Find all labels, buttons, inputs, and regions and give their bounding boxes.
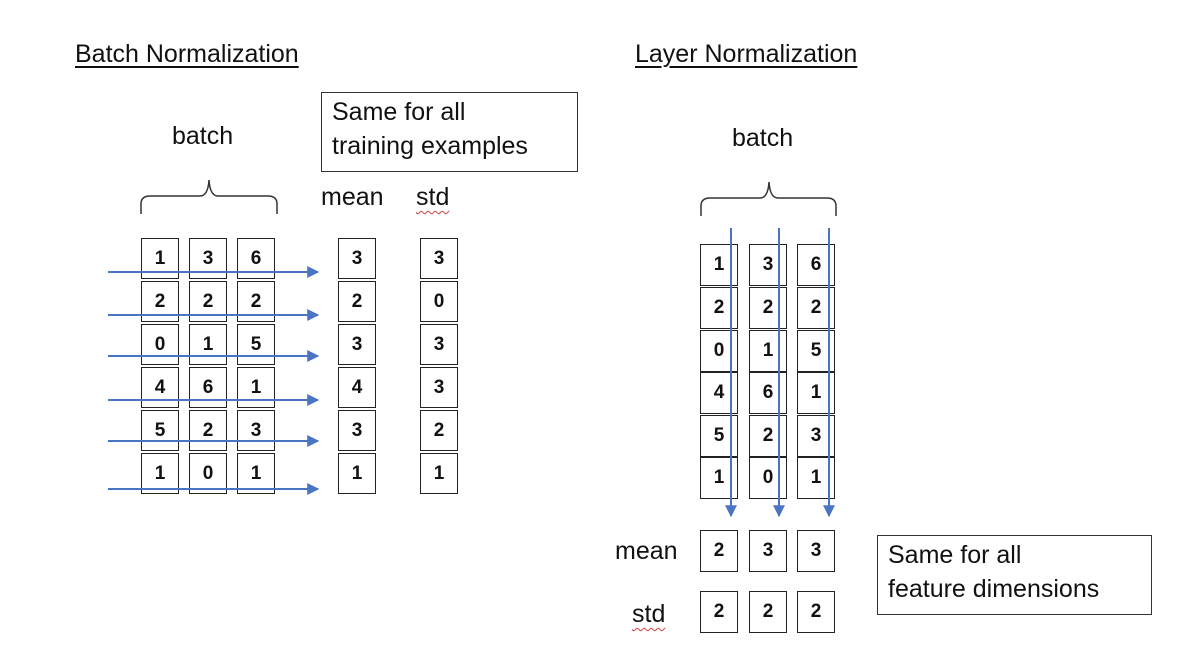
batch-norm-mean-cell: 1	[338, 453, 376, 494]
batch-norm-cell: 2	[237, 281, 275, 322]
batch-norm-cell: 5	[141, 410, 179, 451]
layer-norm-note-box: Same for all feature dimensions	[877, 535, 1152, 615]
layer-norm-cell: 6	[797, 244, 835, 286]
layer-norm-mean-cell: 2	[700, 530, 738, 572]
batch-norm-std-cell: 3	[420, 238, 458, 279]
layer-norm-note-line-1: Same for all	[888, 541, 1022, 569]
layer-norm-cell: 5	[700, 415, 738, 457]
batch-norm-cell: 2	[189, 410, 227, 451]
batch-norm-cell: 0	[189, 453, 227, 494]
layer-norm-cell: 2	[700, 287, 738, 329]
layer-norm-batch-label: batch	[732, 124, 794, 152]
batch-norm-std-cell: 0	[420, 281, 458, 322]
batch-norm-cell: 6	[237, 238, 275, 279]
batch-norm-cell: 4	[141, 367, 179, 408]
layer-norm-cell: 6	[749, 372, 787, 414]
batch-norm-cell: 2	[141, 281, 179, 322]
layer-norm-note-line-2: feature dimensions	[888, 575, 1100, 603]
batch-norm-std-label: std	[416, 183, 450, 211]
layer-norm-cell: 1	[700, 244, 738, 286]
batch-norm-cell: 1	[141, 453, 179, 494]
layer-norm-cell: 1	[797, 372, 835, 414]
batch-norm-note-line-2: training examples	[332, 132, 528, 160]
layer-norm-cell: 5	[797, 330, 835, 372]
layer-norm-cell: 1	[700, 457, 738, 499]
batch-norm-std-cell: 3	[420, 367, 458, 408]
batch-norm-brace	[140, 179, 278, 214]
batch-norm-cell: 1	[189, 324, 227, 365]
batch-norm-std-cell: 1	[420, 453, 458, 494]
batch-norm-std-cell: 2	[420, 410, 458, 451]
batch-norm-mean-cell: 2	[338, 281, 376, 322]
layer-norm-mean-label: mean	[615, 537, 678, 565]
batch-norm-cell: 3	[189, 238, 227, 279]
batch-norm-cell: 0	[141, 324, 179, 365]
layer-norm-std-cell: 2	[797, 591, 835, 633]
layer-norm-std-cell: 2	[749, 591, 787, 633]
layer-norm-cell: 2	[749, 287, 787, 329]
batch-norm-mean-cell: 3	[338, 324, 376, 365]
batch-norm-mean-cell: 3	[338, 410, 376, 451]
layer-norm-cell: 2	[797, 287, 835, 329]
batch-norm-cell: 1	[237, 453, 275, 494]
batch-norm-cell: 1	[237, 367, 275, 408]
layer-norm-mean-cell: 3	[797, 530, 835, 572]
batch-norm-batch-label: batch	[172, 122, 234, 150]
layer-norm-cell: 2	[749, 415, 787, 457]
batch-norm-mean-cell: 3	[338, 238, 376, 279]
batch-norm-note-line-1: Same for all	[332, 98, 466, 126]
batch-norm-note-box: Same for all training examples	[321, 92, 578, 172]
layer-norm-cell: 3	[749, 244, 787, 286]
layer-norm-cell: 1	[749, 330, 787, 372]
batch-norm-title: Batch Normalization	[75, 40, 299, 68]
batch-norm-cell: 2	[189, 281, 227, 322]
layer-norm-cell: 4	[700, 372, 738, 414]
layer-norm-mean-cell: 3	[749, 530, 787, 572]
layer-norm-cell: 3	[797, 415, 835, 457]
layer-norm-brace	[700, 181, 837, 216]
layer-norm-title: Layer Normalization	[635, 40, 858, 68]
layer-norm-cell: 1	[797, 457, 835, 499]
batch-norm-mean-cell: 4	[338, 367, 376, 408]
batch-norm-cell: 3	[237, 410, 275, 451]
layer-norm-cell: 0	[700, 330, 738, 372]
batch-norm-cell: 1	[141, 238, 179, 279]
batch-norm-std-cell: 3	[420, 324, 458, 365]
batch-norm-mean-label: mean	[321, 183, 384, 211]
batch-norm-cell: 6	[189, 367, 227, 408]
layer-norm-cell: 0	[749, 457, 787, 499]
layer-norm-std-cell: 2	[700, 591, 738, 633]
batch-norm-cell: 5	[237, 324, 275, 365]
layer-norm-std-label: std	[632, 600, 666, 628]
